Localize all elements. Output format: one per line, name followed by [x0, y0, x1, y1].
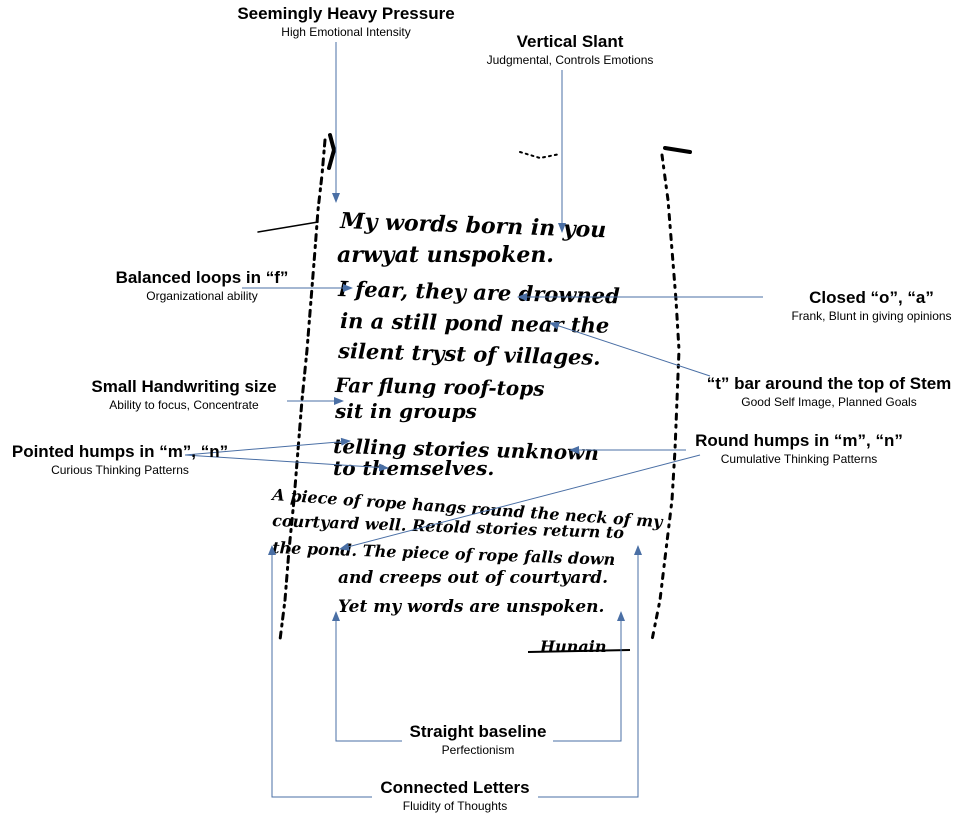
- annotation-slant: Vertical Slant Judgmental, Controls Emot…: [462, 32, 678, 67]
- handwriting-line: silent tryst of villages.: [337, 338, 601, 370]
- arrow-tbar: [549, 322, 711, 377]
- arrow-pointed-1: [184, 437, 351, 456]
- paper-edge-left: [257, 133, 337, 642]
- handwriting-line: I fear, they are drowned: [337, 276, 620, 308]
- annotation-title: “t” bar around the top of Stem: [706, 374, 952, 393]
- handwriting-line: My words born in you: [339, 208, 607, 243]
- annotation-closed: Closed “o”, “a” Frank, Blunt in giving o…: [770, 288, 973, 323]
- annotation-title: Pointed humps in “m”, “n”: [11, 442, 229, 461]
- arrow-connected-left: [268, 545, 372, 798]
- annotation-title: Seemingly Heavy Pressure: [237, 4, 455, 23]
- arrow-connected-right: [538, 545, 642, 798]
- annotation-subtitle: Fluidity of Thoughts: [402, 798, 508, 813]
- annotation-round: Round humps in “m”, “n” Cumulative Think…: [682, 431, 916, 466]
- annotation-subtitle: Ability to focus, Concentrate: [109, 397, 259, 412]
- signature-underline: [527, 649, 631, 653]
- annotation-title: Balanced loops in “f”: [115, 268, 289, 287]
- annotation-pressure: Seemingly Heavy Pressure High Emotional …: [216, 4, 476, 39]
- handwriting-line: the pond. The piece of rope falls down: [272, 538, 616, 569]
- arrow-pointed-2: [184, 454, 389, 472]
- annotation-pointed: Pointed humps in “m”, “n” Curious Thinki…: [0, 442, 240, 477]
- annotation-title: Straight baseline: [409, 722, 547, 741]
- annotation-title: Round humps in “m”, “n”: [695, 431, 903, 450]
- handwriting-line: Far flung roof-tops: [334, 373, 545, 401]
- annotation-subtitle: High Emotional Intensity: [281, 24, 411, 39]
- signature: Hunain: [539, 637, 606, 656]
- handwriting-line: to themselves.: [333, 456, 494, 480]
- handwriting-line: and creeps out of courtyard.: [338, 568, 608, 588]
- handwriting-line: sit in groups: [334, 399, 477, 423]
- annotation-title: Vertical Slant: [516, 32, 624, 51]
- annotation-title: Connected Letters: [380, 778, 530, 797]
- annotation-subtitle: Frank, Blunt in giving opinions: [791, 308, 952, 323]
- annotation-subtitle: Organizational ability: [146, 288, 258, 303]
- handwriting-line: in a still pond near the: [340, 308, 610, 338]
- annotation-title: Closed “o”, “a”: [809, 288, 934, 307]
- annotation-subtitle: Curious Thinking Patterns: [51, 462, 189, 477]
- leader-lines: [184, 42, 763, 798]
- annotation-size: Small Handwriting size Ability to focus,…: [74, 377, 294, 412]
- handwriting-line: arwyat unspoken.: [337, 242, 554, 268]
- annotation-connected: Connected Letters Fluidity of Thoughts: [366, 778, 544, 813]
- annotation-loops: Balanced loops in “f” Organizational abi…: [92, 268, 312, 303]
- annotation-baseline: Straight baseline Perfectionism: [396, 722, 560, 757]
- handwriting-line: Yet my words are unspoken.: [338, 597, 604, 617]
- annotation-subtitle: Perfectionism: [441, 742, 515, 757]
- arrow-baseline-right: [553, 611, 625, 742]
- paper-edge-right: [519, 146, 692, 642]
- annotation-subtitle: Cumulative Thinking Patterns: [720, 451, 878, 466]
- arrow-round-2: [339, 454, 701, 551]
- annotation-title: Small Handwriting size: [91, 377, 277, 396]
- handwriting-text: My words born in you arwyat unspoken. I …: [270, 208, 665, 656]
- annotation-subtitle: Judgmental, Controls Emotions: [486, 52, 654, 67]
- annotation-tbar: “t” bar around the top of Stem Good Self…: [688, 374, 970, 409]
- arrow-baseline-left: [332, 611, 402, 742]
- annotation-subtitle: Good Self Image, Planned Goals: [741, 394, 917, 409]
